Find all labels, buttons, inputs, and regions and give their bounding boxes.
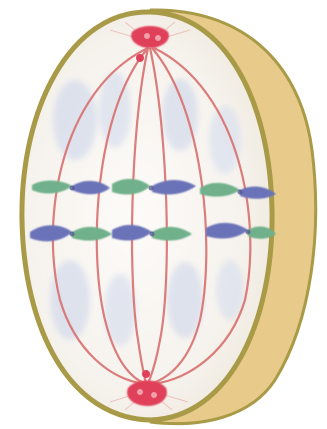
cell-body (22, 12, 272, 420)
